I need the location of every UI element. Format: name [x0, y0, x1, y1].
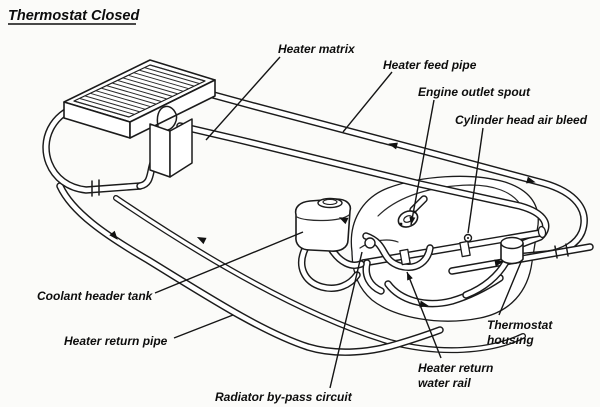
label-thermostat-housing-line1: Thermostat	[487, 318, 553, 332]
label-heater-return-pipe: Heater return pipe	[64, 334, 168, 348]
hose-clamp-junction	[364, 237, 376, 249]
leader-cylinder-head-air-bleed	[467, 127, 484, 234]
label-thermostat-housing-line2: housing	[487, 333, 534, 347]
flow-arrow	[388, 142, 398, 150]
label-heater-matrix: Heater matrix	[278, 42, 356, 56]
label-engine-outlet-spout: Engine outlet spout	[418, 85, 531, 99]
flow-arrow	[494, 259, 504, 267]
leader-radiator-bypass-circuit	[329, 251, 363, 389]
pipe-right-horizontal	[452, 244, 590, 271]
heater-matrix-bracket	[149, 105, 193, 178]
flow-arrow	[196, 237, 207, 245]
flow-arrows	[109, 142, 536, 308]
coolant-header-tank-illustration	[294, 197, 361, 289]
leader-lines	[154, 56, 522, 389]
label-cylinder-head-air-bleed: Cylinder head air bleed	[455, 113, 588, 127]
label-heater-return-water-rail-line2: water rail	[418, 376, 471, 390]
leader-heater-feed-pipe	[342, 71, 393, 133]
water-rail-clamps	[399, 225, 547, 266]
label-heater-return-water-rail-line1: Heater return	[418, 361, 493, 375]
heater-matrix-fins	[73, 64, 206, 118]
leader-thermostat-housing	[498, 261, 522, 316]
leader-heater-matrix	[205, 56, 281, 141]
leader-coolant-header-tank	[154, 231, 304, 294]
leader-arrowhead	[409, 216, 416, 225]
leader-heater-return-pipe	[173, 314, 234, 339]
diagram-title: Thermostat Closed	[8, 8, 140, 24]
flow-arrow	[419, 300, 429, 308]
air-bleed-fitting	[463, 233, 473, 243]
flow-arrow	[109, 230, 118, 240]
flow-arrow	[338, 217, 349, 225]
flow-arrow	[526, 176, 536, 184]
diagram-title-group: Thermostat Closed	[8, 8, 140, 25]
leader-arrowhead	[407, 272, 413, 281]
pipe-left-loop	[46, 106, 140, 197]
label-coolant-header-tank: Coolant header tank	[37, 289, 154, 303]
leader-heater-return-water-rail	[406, 271, 442, 359]
label-heater-feed-pipe: Heater feed pipe	[383, 58, 477, 72]
thermostat-housing-illustration	[500, 236, 524, 265]
leader-engine-outlet-spout	[410, 99, 435, 226]
label-radiator-bypass-circuit: Radiator by-pass circuit	[215, 390, 353, 404]
part-labels: Heater matrix Heater feed pipe Engine ou…	[37, 42, 588, 404]
